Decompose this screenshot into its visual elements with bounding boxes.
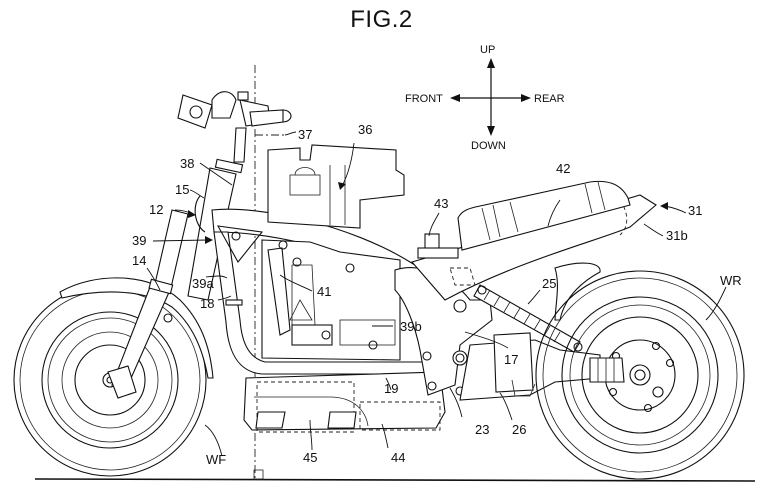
pivot-bracket [394, 267, 493, 396]
gusset-plate [216, 225, 264, 263]
label-17: 17 [504, 352, 518, 367]
label-wf: WF [206, 452, 226, 467]
front-wheel [13, 283, 207, 477]
front-fender [59, 277, 214, 379]
rear-drive-boot [589, 357, 625, 383]
label-12: 12 [149, 202, 163, 217]
label-39a: 39a [192, 276, 214, 291]
motor-unit [267, 144, 405, 229]
down-tube-clamp [225, 299, 243, 306]
label-38: 38 [180, 156, 194, 171]
direction-indicator: UP DOWN FRONT REAR [405, 44, 565, 152]
front-fork [107, 209, 189, 399]
label-41: 41 [317, 284, 331, 299]
direction-rear-label: REAR [534, 93, 565, 105]
label-36: 36 [358, 122, 372, 137]
label-39b: 39b [400, 319, 422, 334]
head-pipe [187, 158, 244, 301]
label-19: 19 [384, 381, 398, 396]
ground-line [34, 478, 756, 482]
direction-down-label: DOWN [471, 140, 506, 152]
label-43: 43 [434, 196, 448, 211]
rear-tail [411, 194, 657, 301]
label-26: 26 [512, 422, 526, 437]
label-39: 39 [132, 233, 146, 248]
label-31: 31 [688, 203, 702, 218]
direction-front-label: FRONT [405, 93, 443, 105]
direction-up-label: UP [480, 44, 495, 56]
label-18: 18 [200, 296, 214, 311]
figure-title: FIG.2 [350, 6, 413, 33]
lower-battery-case [243, 371, 446, 433]
label-15: 15 [175, 182, 189, 197]
battery-case [261, 239, 401, 387]
label-44: 44 [391, 450, 405, 465]
center-line-foot [253, 469, 264, 480]
label-25: 25 [542, 276, 556, 291]
label-wr: WR [720, 273, 742, 288]
label-14: 14 [132, 253, 146, 268]
leader-lines [146, 131, 727, 457]
label-23: 23 [475, 422, 489, 437]
drive-unit-bracket [511, 379, 536, 397]
storage-box [457, 180, 631, 251]
connector-43 [417, 233, 459, 259]
label-37: 37 [298, 127, 312, 142]
rear-fender [554, 262, 601, 321]
drive-unit [493, 332, 534, 393]
label-42: 42 [556, 161, 570, 176]
label-31b: 31b [666, 228, 688, 243]
handlebar [177, 91, 292, 163]
label-45: 45 [303, 450, 317, 465]
